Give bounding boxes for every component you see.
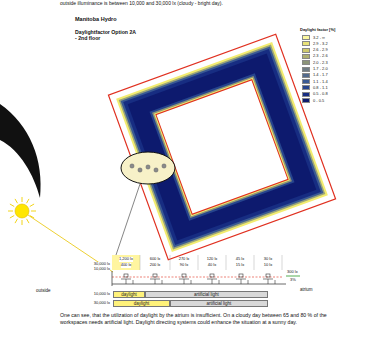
lux-value: 120 lx: [207, 257, 218, 262]
title: Manitoba Hydro: [75, 16, 117, 22]
lux-value: 90 lx: [180, 263, 188, 268]
callout-ellipse: [121, 152, 175, 184]
lux-value: 15 lx: [236, 263, 244, 268]
legend-entry: 0.8 - 1.1: [302, 85, 328, 90]
legend-swatch: [302, 79, 310, 84]
legend-text: 2.0 - 2.3: [313, 61, 328, 65]
daylight-bar: daylight: [113, 300, 170, 307]
lux-value: 1,200 lx: [119, 257, 133, 262]
legend-swatch: [302, 48, 310, 53]
legend-text: 2.6 - 2.9: [313, 48, 328, 52]
lux-value: 40 lx: [208, 263, 216, 268]
floor-plan: [108, 34, 335, 259]
legend-entry: 2.6 - 2.9: [302, 48, 328, 53]
artificial-light-bar: artificial light: [170, 300, 268, 307]
legend-entry: 2.0 - 2.3: [302, 60, 328, 65]
zone-label: atrium: [300, 287, 313, 292]
legend-entry: 2.9 - 3.2: [302, 41, 328, 46]
bar-text: daylight: [134, 301, 150, 306]
artificial-light-bar: artificial light: [145, 291, 268, 298]
lux-value: 270 lx: [179, 257, 190, 262]
building-section: [112, 255, 300, 286]
bar-text: artificial light: [207, 301, 232, 306]
legend-text: 1.1 - 1.4: [313, 80, 328, 84]
legend-text: 2.9 - 3.2: [313, 42, 328, 46]
legend-swatch: [302, 35, 310, 40]
zone-label: outside: [36, 288, 51, 293]
bar-label: 30,000 lx: [94, 301, 110, 306]
percent-value: 3%: [290, 278, 296, 283]
lux-value: 600 lx: [150, 257, 161, 262]
legend-text: 3.2 - ∞: [313, 36, 325, 40]
bar-text: daylight: [121, 292, 137, 297]
legend-entry: 2.3 - 2.6: [302, 54, 328, 59]
legend-swatch: [302, 98, 310, 103]
sun-ray: [28, 215, 113, 272]
bar-text: artificial light: [194, 292, 219, 297]
note: outside illuminance is between 10,000 an…: [60, 1, 223, 7]
dark-swoosh: [0, 104, 41, 198]
leader-line: [116, 184, 140, 255]
legend-swatch: [302, 67, 310, 72]
lux-value: 400 lx: [121, 263, 132, 268]
bar-label: 10,000 lx: [94, 292, 110, 297]
illuminance-label: 10,000 lx: [94, 267, 110, 272]
daylight-bar: daylight: [113, 291, 145, 298]
legend-swatch: [302, 60, 310, 65]
legend-text: 0.8 - 1.1: [313, 86, 328, 90]
lux-value: 300 lx: [287, 270, 298, 275]
legend-entry: 1.4 - 1.7: [302, 73, 328, 78]
legend-entry: 0 - 0.5: [302, 98, 324, 103]
lux-value: 10 lx: [264, 263, 272, 268]
legend-text: 1.4 - 1.7: [313, 73, 328, 77]
legend-entry: 3.2 - ∞: [302, 35, 325, 40]
sun: [8, 197, 36, 225]
legend-entry: 0.5 - 0.8: [302, 92, 328, 97]
legend-swatch: [302, 41, 310, 46]
legend-entry: 1.7 - 2.0: [302, 67, 328, 72]
lux-value: 30 lx: [264, 257, 272, 262]
legend-swatch: [302, 85, 310, 90]
workspace-dots: [130, 164, 166, 172]
subtitle: Daylightfactor Option 2A - 2nd floor: [75, 30, 137, 42]
legend-text: 0.5 - 0.8: [313, 92, 328, 96]
legend-entry: 1.1 - 1.4: [302, 79, 328, 84]
lux-value: 200 lx: [150, 263, 161, 268]
legend-swatch: [302, 73, 310, 78]
legend-text: 0 - 0.5: [313, 99, 324, 103]
legend-text: 2.3 - 2.6: [313, 54, 328, 58]
lux-value: 45 lx: [236, 257, 244, 262]
legend-title: Daylight factor [%]: [300, 28, 335, 33]
legend-text: 1.7 - 2.0: [313, 67, 328, 71]
illuminance-label: 30,000 lx: [94, 262, 110, 267]
caption: One can see, that the utilization of day…: [60, 312, 328, 326]
legend-swatch: [302, 92, 310, 97]
legend-swatch: [302, 54, 310, 59]
